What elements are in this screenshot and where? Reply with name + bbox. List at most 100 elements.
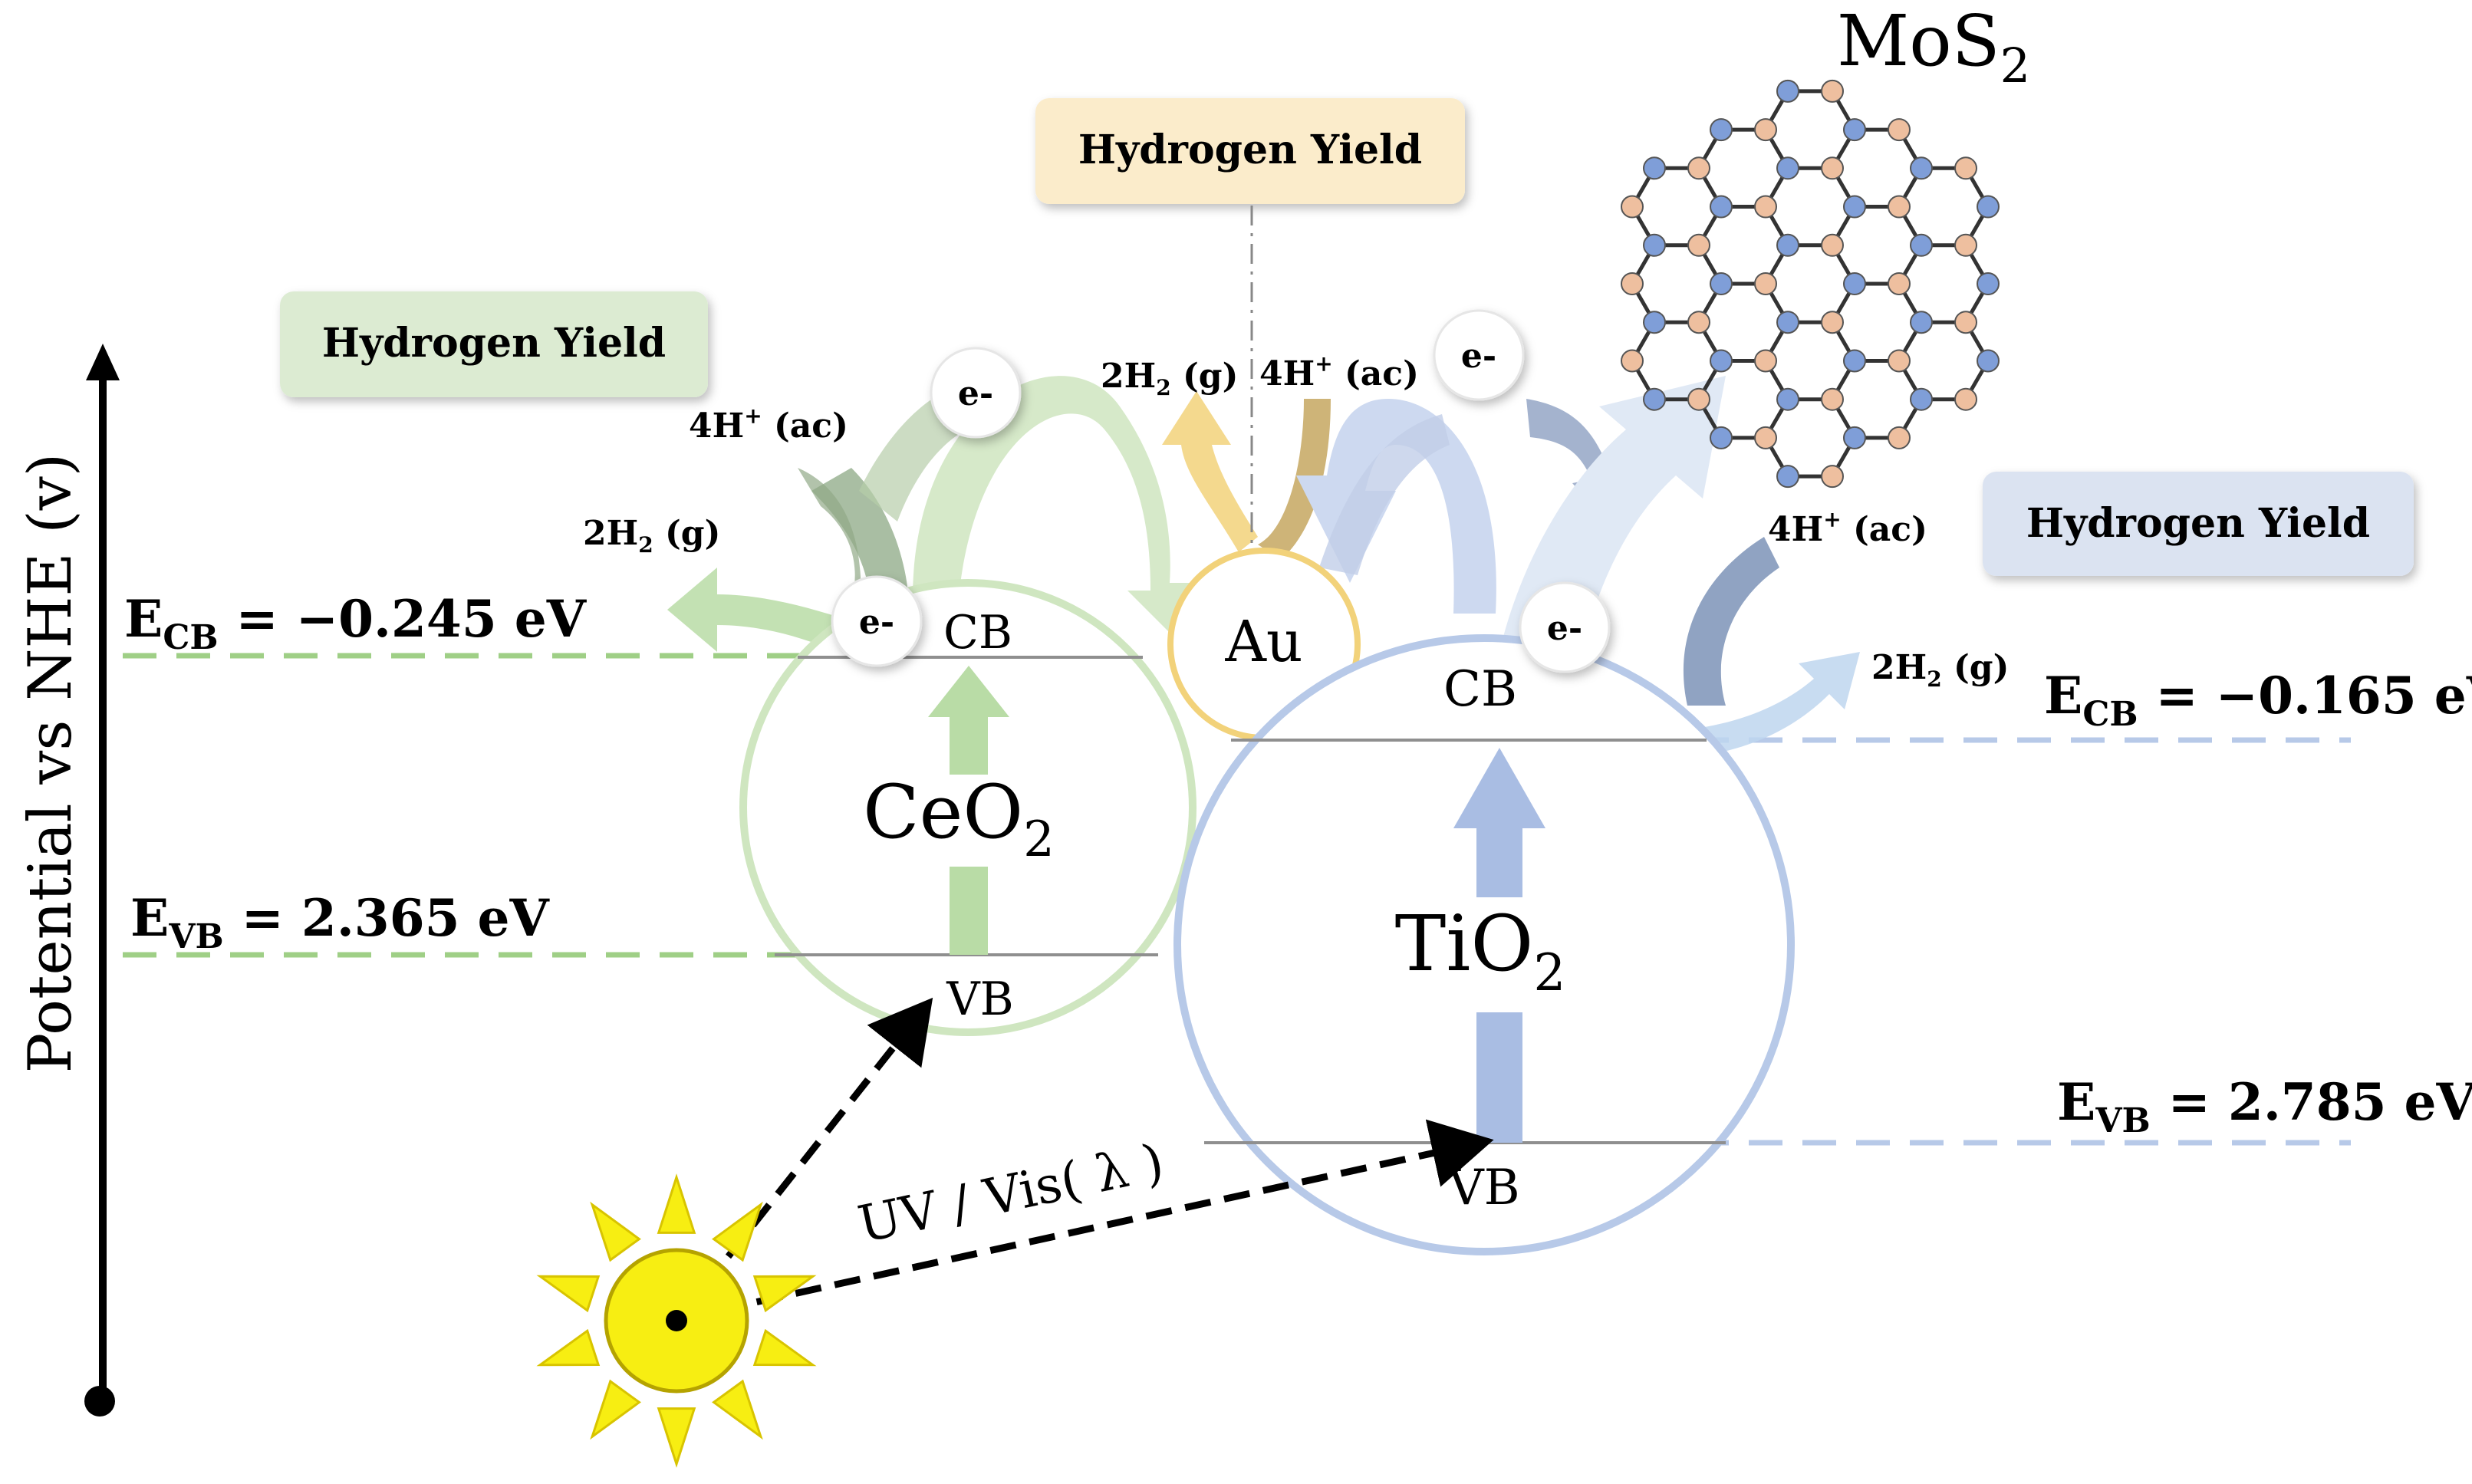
sun-icon bbox=[536, 1173, 817, 1468]
s-atom bbox=[1821, 465, 1844, 489]
s-atom bbox=[1821, 387, 1844, 411]
mo-atom bbox=[1643, 156, 1666, 180]
ceo2-vb-label: VB bbox=[946, 972, 1013, 1026]
yield-box-center: Hydrogen Yield bbox=[1035, 98, 1465, 204]
sun-center-dot bbox=[666, 1310, 687, 1331]
au-label: Au bbox=[1224, 609, 1302, 675]
tio2-h-plus-arrow bbox=[1683, 537, 1779, 706]
tio2-name: TiO2 bbox=[1395, 899, 1566, 1002]
ceo2-name: CeO2 bbox=[863, 769, 1055, 868]
tio2-particle: CB VB TiO2 bbox=[1173, 634, 1795, 1255]
s-atom bbox=[1888, 272, 1911, 295]
ceo2-to-au-arrow bbox=[913, 376, 1212, 660]
mo-atom bbox=[1710, 272, 1733, 295]
au-h2-arrow bbox=[1162, 391, 1258, 552]
s-atom bbox=[1754, 118, 1777, 142]
s-atom bbox=[1821, 79, 1844, 103]
yield-box-right: Hydrogen Yield bbox=[1983, 472, 2414, 576]
mos2-lattice bbox=[1621, 79, 2000, 489]
mo-atom bbox=[1643, 233, 1666, 257]
ceo2-ecb-label: ECB = −0.245 eV bbox=[124, 589, 588, 657]
mo-atom bbox=[1910, 156, 1933, 180]
potential-axis: Potential vs NHE (v) bbox=[16, 344, 120, 1417]
mo-atom bbox=[1710, 426, 1733, 449]
axis-origin-dot bbox=[84, 1386, 115, 1417]
s-atom bbox=[1954, 387, 1977, 411]
electron-ceo2-cb: e- bbox=[831, 575, 923, 667]
sun-ray bbox=[536, 1275, 601, 1313]
mo-atom bbox=[1977, 195, 2000, 219]
s-atom bbox=[1888, 426, 1911, 449]
mo-atom bbox=[1977, 349, 2000, 373]
s-atom bbox=[1888, 118, 1911, 142]
s-atom bbox=[1754, 426, 1777, 449]
s-atom bbox=[1621, 349, 1644, 373]
mo-atom bbox=[1843, 118, 1866, 142]
mo-atom bbox=[1776, 156, 1799, 180]
sun-ray bbox=[712, 1379, 763, 1440]
s-atom bbox=[1888, 195, 1911, 219]
tio2-cb-label: CB bbox=[1443, 661, 1517, 718]
sun-ray bbox=[752, 1275, 817, 1313]
s-atom bbox=[1687, 233, 1710, 257]
svg-text:e-: e- bbox=[958, 374, 993, 413]
mo-atom bbox=[1843, 349, 1866, 373]
ceo2-evb-label: EVB = 2.365 eV bbox=[130, 888, 551, 956]
sun-ray bbox=[590, 1201, 641, 1262]
s-atom bbox=[1621, 272, 1644, 295]
s-atom bbox=[1687, 311, 1710, 334]
sun-ray bbox=[590, 1379, 641, 1440]
light-ray-to-ceo2 bbox=[676, 997, 933, 1321]
ceo2-h-plus-label: 4H+ (ac) bbox=[689, 403, 848, 446]
electron-tio2-cb: e- bbox=[1519, 581, 1611, 673]
mo-atom bbox=[1643, 311, 1666, 334]
mo-atom bbox=[1776, 79, 1799, 103]
s-atom bbox=[1621, 195, 1644, 219]
mo-atom bbox=[1843, 426, 1866, 449]
light-ray-to-tio2 bbox=[678, 1119, 1494, 1323]
s-atom bbox=[1821, 156, 1844, 180]
mo-atom bbox=[1843, 195, 1866, 219]
s-atom bbox=[1821, 233, 1844, 257]
s-atom bbox=[1821, 311, 1844, 334]
mo-atom bbox=[1910, 233, 1933, 257]
tio2-evb-label: EVB = 2.785 eV bbox=[2057, 1072, 2472, 1140]
svg-text:e-: e- bbox=[1461, 337, 1496, 376]
sun-ray bbox=[536, 1328, 601, 1367]
yield-box-left: Hydrogen Yield bbox=[280, 291, 708, 397]
s-atom bbox=[1754, 349, 1777, 373]
s-atom bbox=[1888, 349, 1911, 373]
sun-ray bbox=[657, 1407, 696, 1468]
mo-atom bbox=[1776, 465, 1799, 489]
tio2-ecb-label: ECB = −0.165 eV bbox=[2044, 666, 2472, 734]
s-atom bbox=[1954, 156, 1977, 180]
au-h-plus-arrow bbox=[1258, 399, 1331, 560]
tio2-h2-arrow bbox=[1695, 652, 1860, 755]
svg-text:Hydrogen Yield: Hydrogen Yield bbox=[2026, 500, 2370, 547]
axis-label: Potential vs NHE (v) bbox=[16, 453, 85, 1073]
mo-atom bbox=[1843, 272, 1866, 295]
au-h-plus-label: 4H+ (ac) bbox=[1259, 351, 1419, 393]
electron-tio2-top: e- bbox=[1433, 309, 1525, 401]
svg-text:Hydrogen Yield: Hydrogen Yield bbox=[322, 320, 666, 367]
tio2-vb-label: VB bbox=[1447, 1160, 1519, 1216]
mo-atom bbox=[1776, 233, 1799, 257]
mo-atom bbox=[1776, 387, 1799, 411]
s-atom bbox=[1754, 272, 1777, 295]
ceo2-h2-label: 2H2 (g) bbox=[583, 514, 720, 558]
mo-atom bbox=[1710, 118, 1733, 142]
mo-atom bbox=[1776, 311, 1799, 334]
s-atom bbox=[1687, 156, 1710, 180]
mo-atom bbox=[1910, 311, 1933, 334]
ceo2-particle: CB VB CeO2 bbox=[739, 579, 1197, 1036]
au-h2-label: 2H2 (g) bbox=[1101, 357, 1238, 400]
tio2-h2-label: 2H2 (g) bbox=[1871, 648, 2009, 692]
ceo2-h2-arrow bbox=[667, 568, 851, 652]
sun-ray bbox=[712, 1201, 763, 1262]
svg-text:Hydrogen Yield: Hydrogen Yield bbox=[1078, 127, 1422, 173]
mo-atom bbox=[1643, 387, 1666, 411]
s-atom bbox=[1954, 233, 1977, 257]
s-atom bbox=[1754, 195, 1777, 219]
mo-atom bbox=[1977, 272, 2000, 295]
